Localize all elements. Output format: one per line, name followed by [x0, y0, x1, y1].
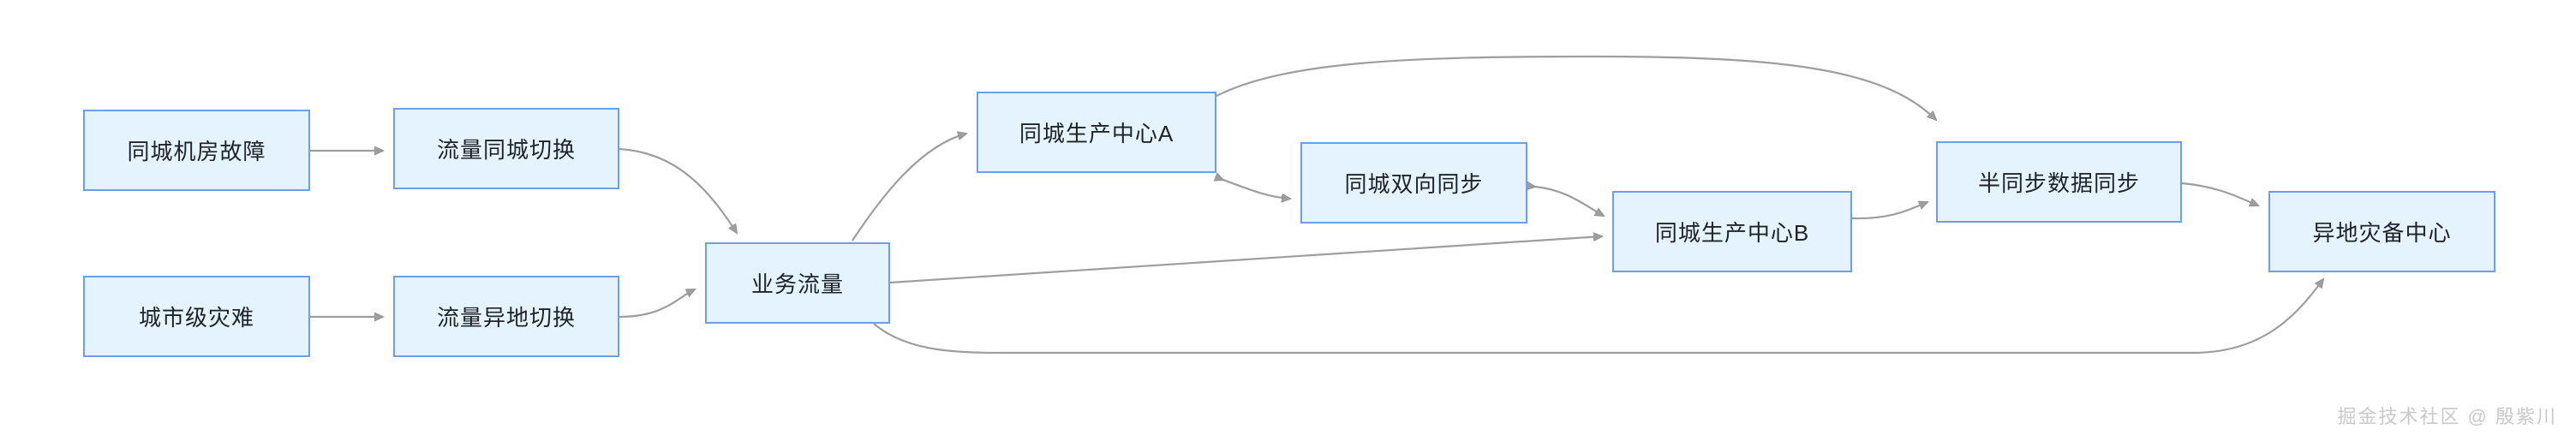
edge-semisync-to-dr-center: [2181, 182, 2258, 206]
node-tongcheng-shengchan-zhongxin-b[interactable]: 同城生产中心B: [1612, 191, 1852, 272]
node-tongcheng-shuangxiang-tongbu[interactable]: 同城双向同步: [1300, 142, 1527, 223]
node-bantongbu-shuju-tongbu[interactable]: 半同步数据同步: [1936, 141, 2182, 223]
edge-traffic-to-center-a: [852, 134, 966, 241]
edge-center-b-to-semisync: [1851, 202, 1928, 220]
edge-sync-to-center-b: [1535, 187, 1604, 217]
edge-center-a-to-sync: [1223, 180, 1290, 199]
node-label: 流量同城切换: [436, 137, 576, 163]
node-label: 同城生产中心A: [1019, 121, 1174, 146]
node-tongcheng-shengchan-zhongxin-a[interactable]: 同城生产中心A: [977, 92, 1216, 173]
node-label: 城市级灾难: [138, 305, 254, 331]
edge-traffic-to-dr-center: [873, 279, 2323, 355]
node-label: 同城机房故障: [127, 139, 266, 164]
edge-traffic-to-center-b: [889, 236, 1602, 284]
watermark: 掘金技术社区 @ 殷紫川: [2337, 406, 2557, 427]
edge-center-a-to-semisync: [1216, 55, 1936, 120]
node-label: 同城双向同步: [1344, 171, 1484, 197]
node-tongcheng-jifang-guzhang[interactable]: 同城机房故障: [83, 110, 310, 191]
node-label: 异地灾备中心: [2312, 220, 2452, 246]
node-yewu-liuliang[interactable]: 业务流量: [705, 242, 890, 324]
node-label: 半同步数据同步: [1977, 170, 2140, 196]
node-liuliang-tongcheng-qiehuan[interactable]: 流量同城切换: [393, 108, 619, 189]
edge-remote-switch-to-traffic: [619, 289, 695, 319]
edge-switch-to-traffic: [619, 147, 737, 233]
node-label: 业务流量: [750, 271, 844, 297]
node-liuliang-yidi-qiehuan[interactable]: 流量异地切换: [393, 276, 619, 357]
node-label: 同城生产中心B: [1654, 220, 1810, 246]
node-chengshiji-zainan[interactable]: 城市级灾难: [83, 276, 310, 357]
node-yidi-zaibei-zhongxin[interactable]: 异地灾备中心: [2268, 191, 2495, 272]
node-label: 流量异地切换: [436, 305, 576, 331]
